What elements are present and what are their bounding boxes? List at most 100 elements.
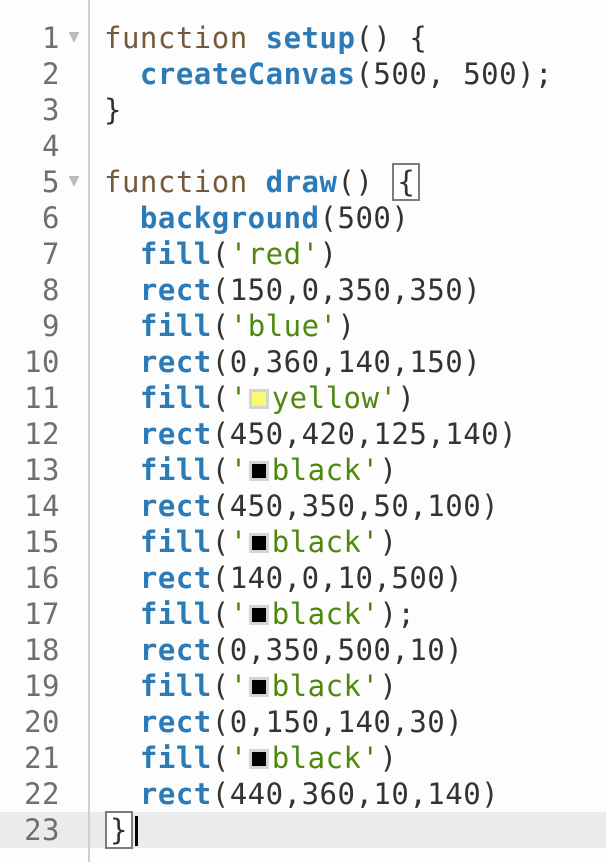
token-function: rect [139, 273, 212, 307]
token-function: rect [139, 777, 212, 811]
code-content[interactable]: fill('black') [88, 740, 397, 776]
code-line[interactable]: 22 rect(440,360,10,140) [0, 776, 606, 812]
token-function: rect [139, 561, 212, 595]
code-content[interactable]: rect(140,0,10,500) [88, 560, 463, 596]
fold-arrow-icon[interactable]: ▼ [68, 29, 80, 45]
code-content[interactable]: function draw() { [88, 163, 421, 201]
code-content[interactable]: fill('black') [88, 452, 397, 488]
line-number: 17 [24, 597, 60, 631]
code-content[interactable]: rect(450,350,50,100) [88, 488, 499, 524]
code-content[interactable]: rect(0,150,140,30) [88, 704, 463, 740]
code-line[interactable]: 13 fill('black') [0, 452, 606, 488]
token-keyword: function [104, 165, 266, 199]
code-content[interactable]: fill('blue') [88, 308, 355, 344]
code-content[interactable]: rect(440,360,10,140) [88, 776, 499, 812]
line-gutter: 21 [0, 740, 88, 776]
code-content[interactable]: fill('yellow') [88, 380, 415, 416]
code-line[interactable]: 12 rect(450,420,125,140) [0, 416, 606, 452]
line-gutter: 20 [0, 704, 88, 740]
token-plain: (140,0,10,500) [211, 561, 464, 595]
code-line[interactable]: 10 rect(0,360,140,150) [0, 344, 606, 380]
color-swatch-yellow[interactable] [248, 389, 269, 409]
code-line[interactable]: 16 rect(140,0,10,500) [0, 560, 606, 596]
fold-spacer [60, 236, 88, 272]
line-number: 4 [42, 129, 60, 163]
code-content[interactable]: fill('black') [88, 668, 397, 704]
token-plain [104, 345, 140, 379]
fold-spacer [60, 488, 88, 524]
code-line[interactable]: 4 [0, 128, 606, 164]
color-swatch-black[interactable] [248, 749, 269, 769]
code-content[interactable]: rect(0,350,500,10) [88, 632, 463, 668]
code-content[interactable]: fill('red') [88, 236, 338, 272]
code-content[interactable]: rect(150,0,350,350) [88, 272, 481, 308]
line-gutter: 16 [0, 560, 88, 596]
token-string: black' [271, 597, 380, 631]
code-line[interactable]: 7 fill('red') [0, 236, 606, 272]
token-plain: } [104, 93, 122, 127]
line-gutter: 1▼ [0, 20, 88, 56]
line-gutter: 17 [0, 596, 88, 632]
code-line[interactable]: 2 createCanvas(500, 500); [0, 56, 606, 92]
code-line[interactable]: 3} [0, 92, 606, 128]
code-line[interactable]: 23} [0, 811, 606, 849]
code-content[interactable]: } [88, 811, 138, 849]
line-gutter: 13 [0, 452, 88, 488]
line-gutter: 7 [0, 236, 88, 272]
token-plain: ) [397, 381, 416, 415]
code-line[interactable]: 19 fill('black') [0, 668, 606, 704]
code-content[interactable]: function setup() { [88, 20, 427, 56]
code-line[interactable]: 14 rect(450,350,50,100) [0, 488, 606, 524]
code-line[interactable]: 17 fill('black'); [0, 596, 606, 632]
code-content[interactable]: rect(0,360,140,150) [88, 344, 481, 380]
code-content[interactable] [88, 128, 104, 164]
code-line[interactable]: 9 fill('blue') [0, 308, 606, 344]
token-plain [104, 525, 140, 559]
code-content[interactable]: background(500) [88, 200, 409, 236]
fold-spacer [60, 776, 88, 812]
fold-spacer [60, 308, 88, 344]
code-line[interactable]: 1▼function setup() { [0, 20, 606, 56]
code-content[interactable]: fill('black'); [88, 596, 415, 632]
code-content[interactable]: createCanvas(500, 500); [88, 56, 553, 92]
code-line[interactable]: 15 fill('black') [0, 524, 606, 560]
token-plain: ) [379, 525, 398, 559]
token-function: rect [139, 345, 212, 379]
fold-spacer [60, 380, 88, 416]
token-function: rect [139, 705, 212, 739]
line-number: 9 [42, 309, 60, 343]
line-number: 7 [42, 237, 60, 271]
token-string: 'blue' [229, 309, 338, 343]
code-line[interactable]: 21 fill('black') [0, 740, 606, 776]
token-plain [104, 309, 140, 343]
code-line[interactable]: 20 rect(0,150,140,30) [0, 704, 606, 740]
fold-arrow-icon[interactable]: ▼ [68, 173, 80, 189]
token-plain [104, 633, 140, 667]
line-number: 18 [24, 633, 60, 667]
token-plain: ( [211, 597, 230, 631]
code-content[interactable]: } [88, 92, 122, 128]
code-line[interactable]: 18 rect(0,350,500,10) [0, 632, 606, 668]
token-string: ' [229, 741, 248, 775]
color-swatch-black[interactable] [248, 533, 269, 553]
code-content[interactable]: fill('black') [88, 524, 397, 560]
token-plain: ) [379, 669, 398, 703]
token-plain: (0,150,140,30) [211, 705, 464, 739]
color-swatch-black[interactable] [248, 461, 269, 481]
code-line[interactable]: 5▼function draw() { [0, 163, 606, 201]
color-swatch-black[interactable] [248, 605, 269, 625]
token-string: ' [229, 597, 248, 631]
token-function: fill [139, 237, 212, 271]
color-swatch-black[interactable] [248, 677, 269, 697]
code-lines: 1▼function setup() {2 createCanvas(500, … [0, 20, 606, 849]
fold-spacer [60, 200, 88, 236]
matching-bracket: { [392, 163, 421, 201]
code-line[interactable]: 8 rect(150,0,350,350) [0, 272, 606, 308]
token-function: background [139, 201, 320, 235]
token-function: setup [265, 21, 356, 55]
code-line[interactable]: 11 fill('yellow') [0, 380, 606, 416]
code-line[interactable]: 6 background(500) [0, 200, 606, 236]
code-content[interactable]: rect(450,420,125,140) [88, 416, 517, 452]
token-function: rect [139, 417, 212, 451]
token-string: black' [271, 525, 380, 559]
